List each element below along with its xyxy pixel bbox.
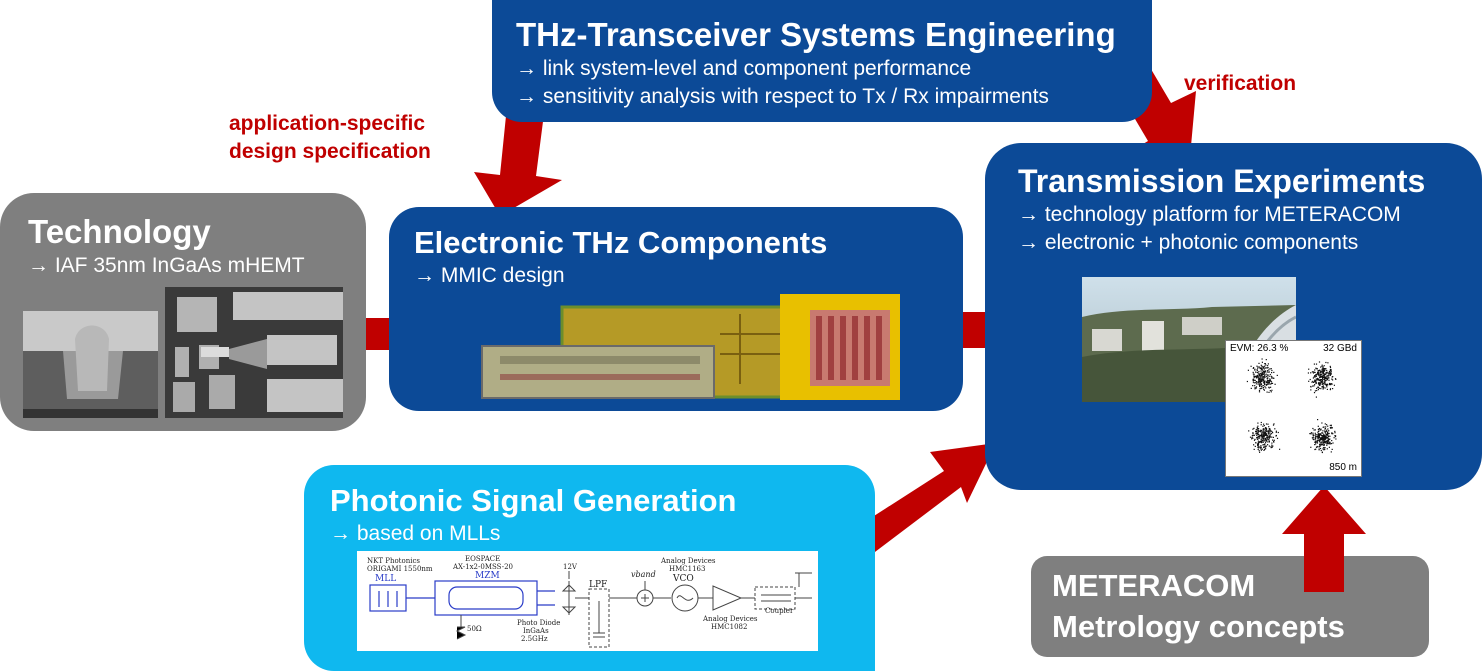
constellation-cluster [1248, 421, 1281, 453]
amp-vendor-label-1: Analog Devices [703, 615, 758, 623]
electronic-components-line-1: → MMIC design [414, 264, 565, 287]
mzm-label: MZM [475, 571, 500, 581]
resistor-label: 50Ω [467, 625, 482, 633]
photodiode-label-2: InGaAs [523, 627, 549, 635]
mll-vendor-label-1: NKT Photonics [367, 557, 420, 565]
voltage-label: 12V [563, 563, 577, 571]
constellation-distance-label: 850 m [1329, 462, 1357, 473]
lpf-label: LPF [589, 580, 608, 590]
arrow-systems-to-electronic [474, 106, 562, 216]
mzm-vendor-label-2: AX-1x2-0MSS-20 [453, 563, 513, 571]
systems-engineering-box: THz-Transceiver Systems Engineering → li… [492, 0, 1152, 122]
systems-engineering-line-1: → link system-level and component perfor… [516, 57, 972, 80]
constellation-rate-label: 32 GBd [1323, 343, 1357, 354]
coupler-label: Coupler [765, 607, 794, 615]
metrology-box: METERACOM Metrology concepts [1031, 556, 1429, 657]
photodiode-label-1: Photo Diode [517, 619, 561, 627]
mzm-vendor-label-1: EOSPACE [465, 555, 501, 563]
vco-vendor-label-1: Analog Devices [661, 557, 716, 565]
schematic-lines [369, 571, 812, 648]
vco-label: VCO [673, 574, 694, 584]
constellation-diagram: EVM: 26.3 % 32 GBd 850 m [1225, 340, 1362, 477]
photonic-generation-line-1: → based on MLLs [330, 522, 501, 545]
transmission-experiments-line-2: → electronic + photonic components [1018, 231, 1359, 254]
systems-engineering-line-2: → sensitivity analysis with respect to T… [516, 85, 1049, 108]
technology-title: Technology [28, 213, 211, 250]
transmission-experiments-title: Transmission Experiments [1018, 163, 1426, 199]
metrology-title-line-1: METERACOM [1052, 568, 1256, 603]
vband-label: vband [631, 570, 656, 579]
vco-vendor-label-2: HMC1163 [669, 565, 706, 573]
systems-engineering-title: THz-Transceiver Systems Engineering [516, 16, 1116, 53]
verification-label: verification [1184, 72, 1297, 95]
photodiode-label-3: 2.5GHz [521, 635, 548, 643]
amp-vendor-label-2: HMC1082 [711, 623, 748, 631]
metrology-title-line-2: Metrology concepts [1052, 609, 1345, 644]
design-spec-label-1: application-specific [229, 112, 426, 135]
electronic-components-title: Electronic THz Components [414, 225, 828, 260]
mll-vendor-label-2: ORIGAMI 1550nm [367, 565, 433, 573]
mmic-layout-image [481, 294, 900, 400]
constellation-cluster [1307, 361, 1337, 398]
constellation-points [1246, 358, 1337, 454]
photonic-schematic: NKT Photonics ORIGAMI 1550nm MLL EOSPACE… [357, 551, 818, 651]
design-spec-label-2: design specification [229, 140, 431, 163]
constellation-cluster [1246, 358, 1278, 393]
sem-cross-section-image [23, 311, 158, 418]
photonic-generation-title: Photonic Signal Generation [330, 483, 737, 518]
constellation-evm-label: EVM: 26.3 % [1230, 343, 1289, 354]
transmission-experiments-line-1: → technology platform for METERACOM [1018, 203, 1401, 226]
constellation-cluster [1309, 419, 1337, 454]
technology-line-1: → IAF 35nm InGaAs mHEMT [28, 254, 305, 277]
device-layout-image [165, 287, 343, 418]
arrow-photonic-to-transmission [849, 443, 996, 558]
mll-label: MLL [375, 574, 397, 584]
